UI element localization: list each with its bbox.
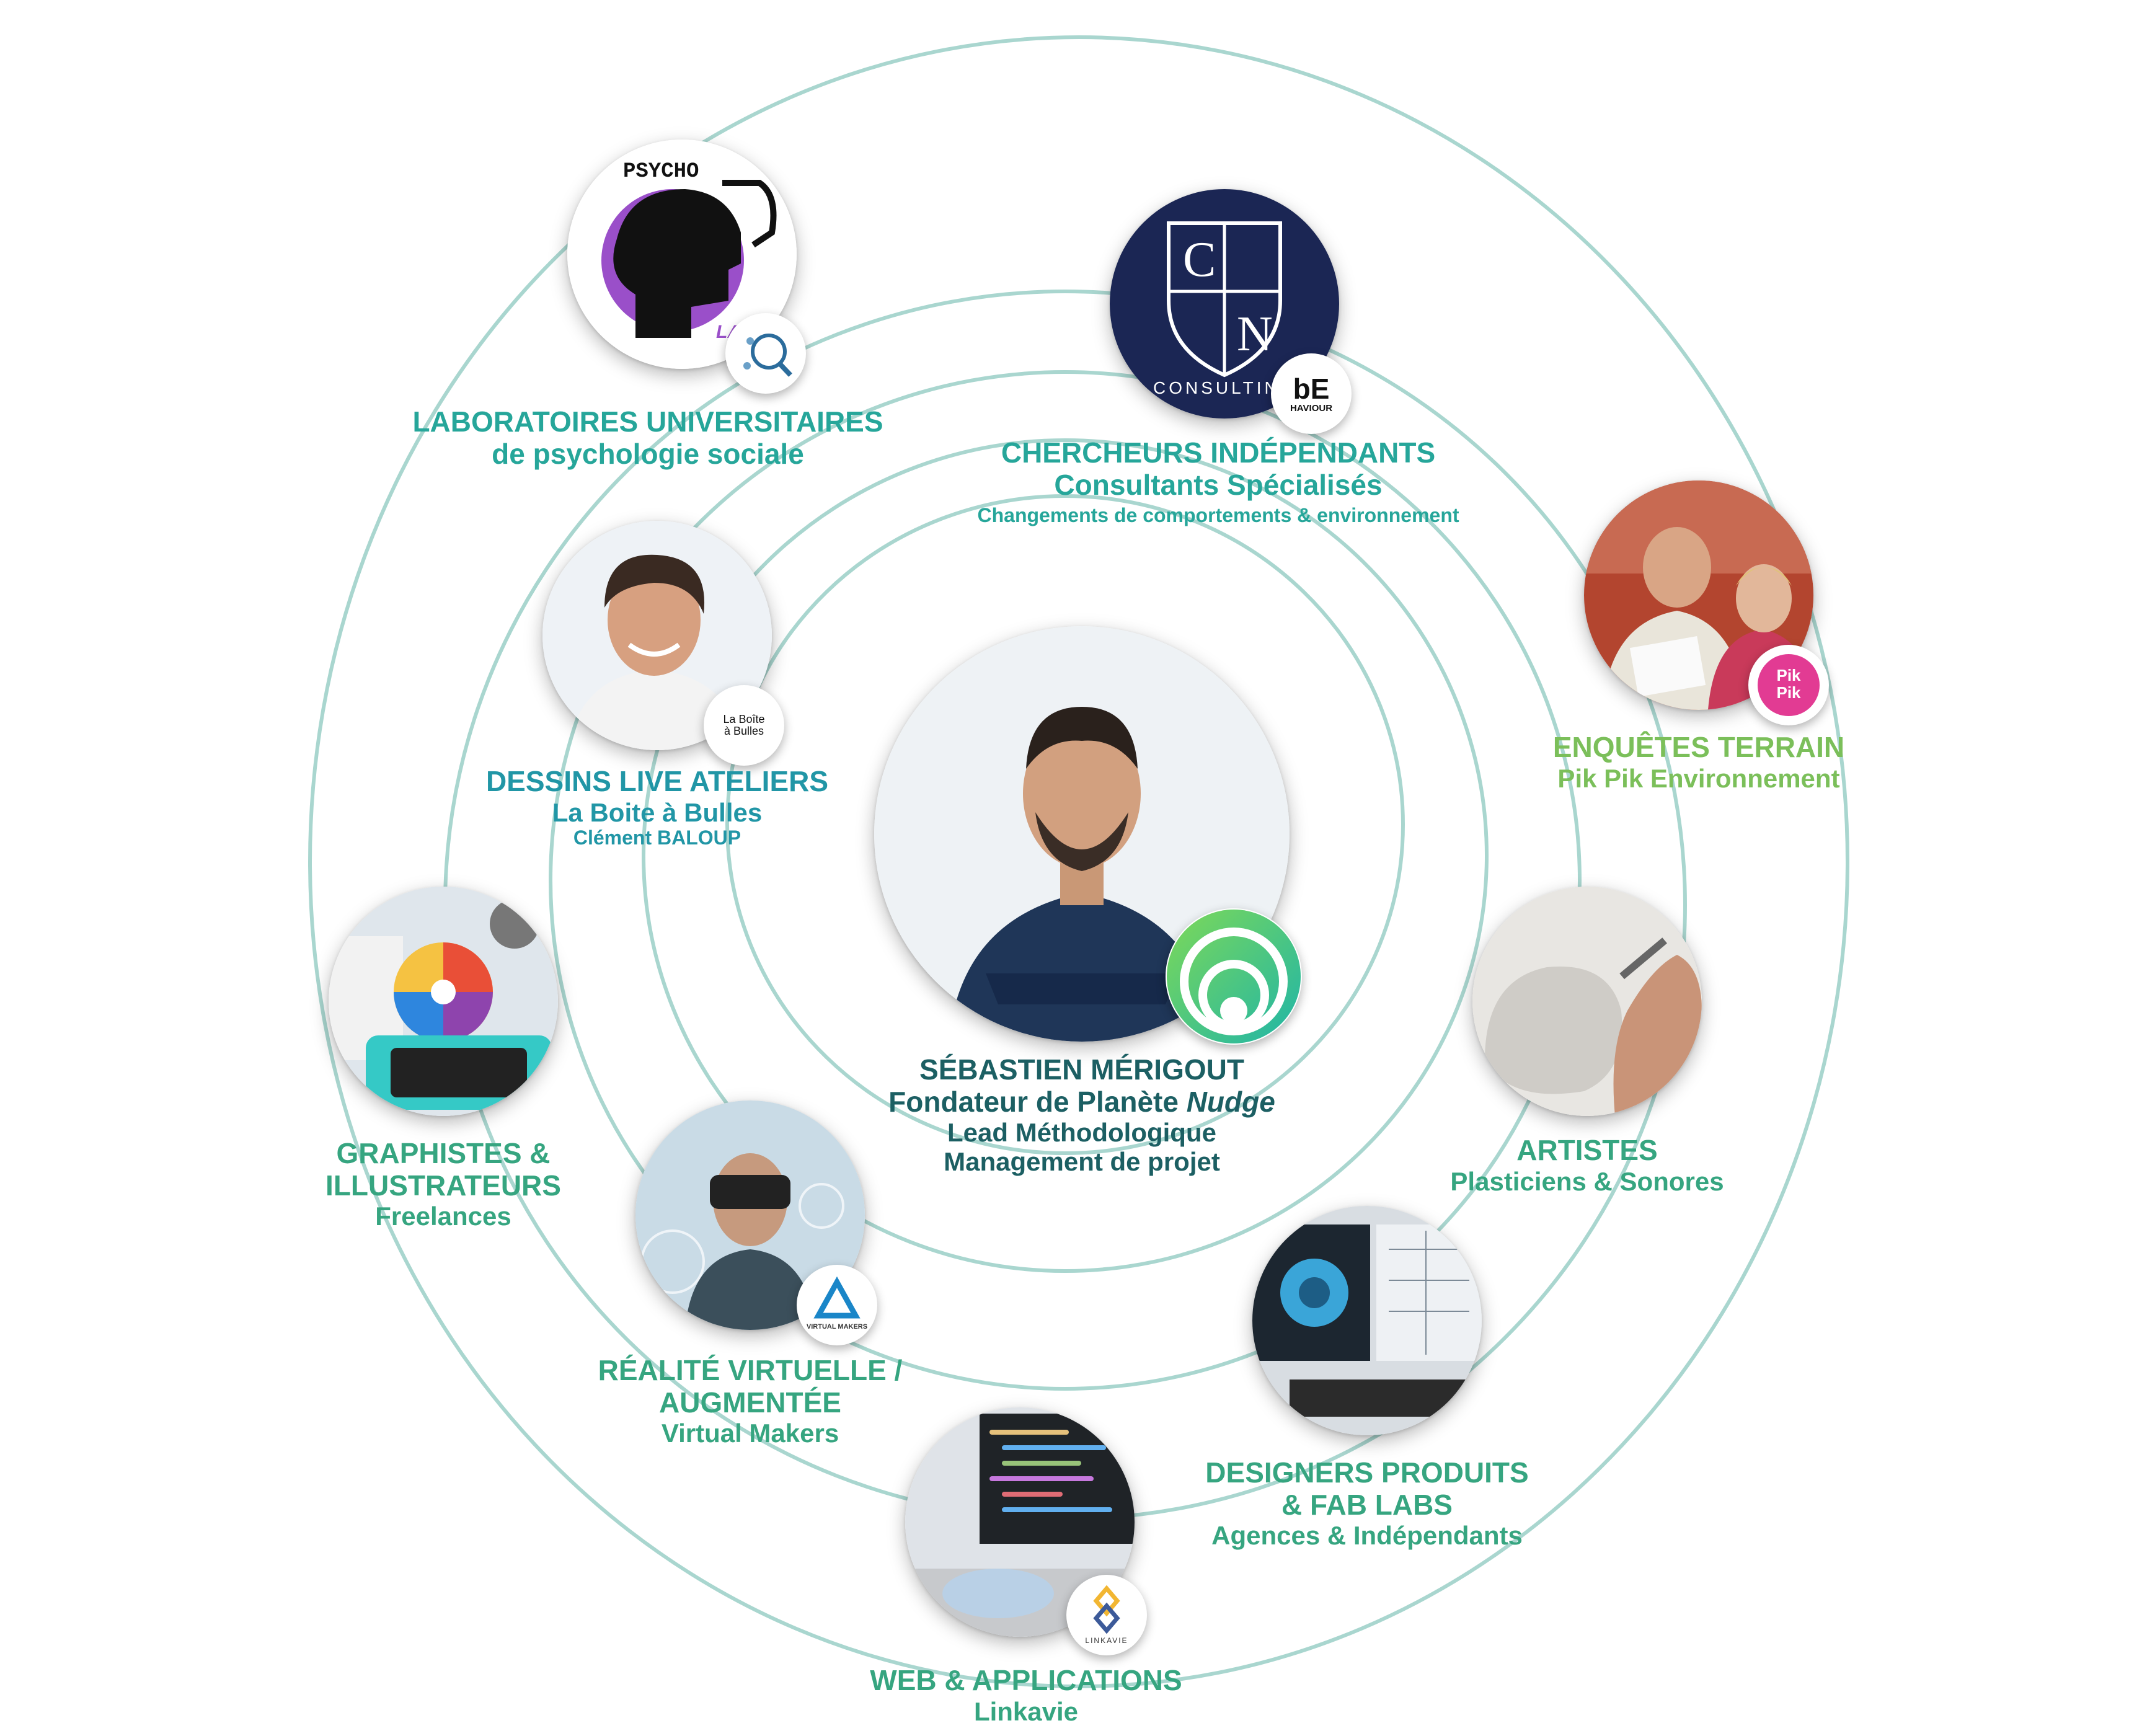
be-text: bE: [1293, 372, 1330, 405]
logo-consulting: CONSULTIN: [1153, 378, 1280, 397]
ring-5: [308, 35, 1849, 1688]
web-subtitle: Linkavie: [973, 1696, 1079, 1726]
labs-title: LABORATOIRES UNIVERSITAIRES: [412, 405, 883, 438]
ring-3: [549, 370, 1582, 1391]
drawings-label: DESSINS LIVE ATELIERS La Boite à Bulles …: [485, 765, 829, 849]
ring-2: [642, 438, 1489, 1273]
logo-c: C: [1183, 232, 1216, 287]
founder-line3: Lead Méthodologique: [947, 1118, 1216, 1148]
researchers-title: CHERCHEURS INDÉPENDANTS: [1001, 436, 1436, 469]
graphics-label: GRAPHISTES & ILLUSTRATEURS Freelances: [325, 1137, 561, 1231]
linkavie-text: LINKAVIE: [1085, 1636, 1128, 1645]
designers-label: DESIGNERS PRODUITS & FAB LABS Agences & …: [1205, 1456, 1529, 1551]
founder-label: SÉBASTIEN MÉRIGOUT Fondateur de Planète …: [888, 1053, 1275, 1177]
surveys-subtitle: Pik Pik Environnement: [1557, 763, 1840, 793]
pik-text-1: Pik: [1776, 666, 1801, 684]
virtual-makers-text: VIRTUAL MAKERS: [807, 1323, 867, 1331]
researchers-label: CHERCHEURS INDÉPENDANTS Consultants Spéc…: [977, 436, 1459, 527]
artists-title: ARTISTES: [1516, 1134, 1658, 1166]
linkavie-badge: LINKAVIE: [1066, 1575, 1147, 1655]
cad-design-photo: [1252, 1206, 1482, 1435]
field-survey-photo: [1584, 480, 1813, 710]
designers-title-1: DESIGNERS PRODUITS: [1205, 1456, 1529, 1489]
ring-1: [725, 494, 1405, 1155]
behaviour-badge: bE HAVIOUR: [1271, 353, 1352, 434]
researchers-subtitle: Consultants Spécialisés: [1054, 468, 1383, 501]
boite-a-bulles-badge: La Boîte à Bulles: [704, 685, 784, 766]
researchers-detail: Changements de comportements & environne…: [977, 504, 1459, 527]
labs-subtitle: de psychologie sociale: [492, 437, 804, 470]
lab-research-badge: [725, 313, 806, 394]
bulles-line2: à Bulles: [724, 725, 764, 737]
psycho-text: PSYCHO: [623, 160, 699, 184]
web-title: WEB & APPLICATIONS: [870, 1664, 1182, 1696]
drawings-subtitle: La Boite à Bulles: [552, 797, 763, 827]
surveys-label: ENQUÊTES TERRAIN Pik Pik Environnement: [1552, 731, 1845, 793]
vr-subtitle: Virtual Makers: [661, 1419, 839, 1448]
designers-subtitle: Agences & Indépendants: [1211, 1521, 1523, 1551]
drawings-title: DESSINS LIVE ATELIERS: [485, 765, 829, 797]
logo-n: N: [1237, 307, 1273, 361]
pik-text-2: Pik: [1776, 683, 1801, 702]
vr-label: RÉALITÉ VIRTUELLE / AUGMENTÉE Virtual Ma…: [598, 1354, 903, 1448]
graphics-title-2: ILLUSTRATEURS: [325, 1169, 561, 1202]
drawings-detail: Clément BALOUP: [573, 826, 741, 849]
vr-title-1: RÉALITÉ VIRTUELLE /: [598, 1354, 903, 1386]
graphics-title-1: GRAPHISTES &: [336, 1137, 551, 1169]
web-label: WEB & APPLICATIONS Linkavie: [870, 1664, 1182, 1726]
artists-label: ARTISTES Plasticiens & Sonores: [1450, 1134, 1724, 1196]
haviour-text: HAVIOUR: [1290, 403, 1333, 414]
founder-line4: Management de projet: [944, 1147, 1220, 1177]
founder-role: Fondateur de Planète Nudge: [888, 1085, 1275, 1118]
sculpture-photo: [1472, 887, 1702, 1116]
surveys-title: ENQUÊTES TERRAIN: [1552, 731, 1845, 763]
bulles-line1: La Boîte: [723, 713, 765, 726]
designers-title-2: & FAB LABS: [1281, 1488, 1453, 1521]
pik-pik-badge: Pik Pik: [1748, 645, 1829, 725]
founder-name: SÉBASTIEN MÉRIGOUT: [919, 1053, 1244, 1086]
graphics-subtitle: Freelances: [375, 1202, 511, 1231]
vr-title-2: AUGMENTÉE: [659, 1386, 841, 1419]
graphic-design-photo: [329, 887, 558, 1116]
labs-label: LABORATOIRES UNIVERSITAIRES de psycholog…: [412, 405, 883, 470]
virtual-makers-badge: VIRTUAL MAKERS: [797, 1265, 877, 1345]
artists-subtitle: Plasticiens & Sonores: [1450, 1166, 1724, 1196]
planete-nudge-logo: [1166, 908, 1302, 1045]
